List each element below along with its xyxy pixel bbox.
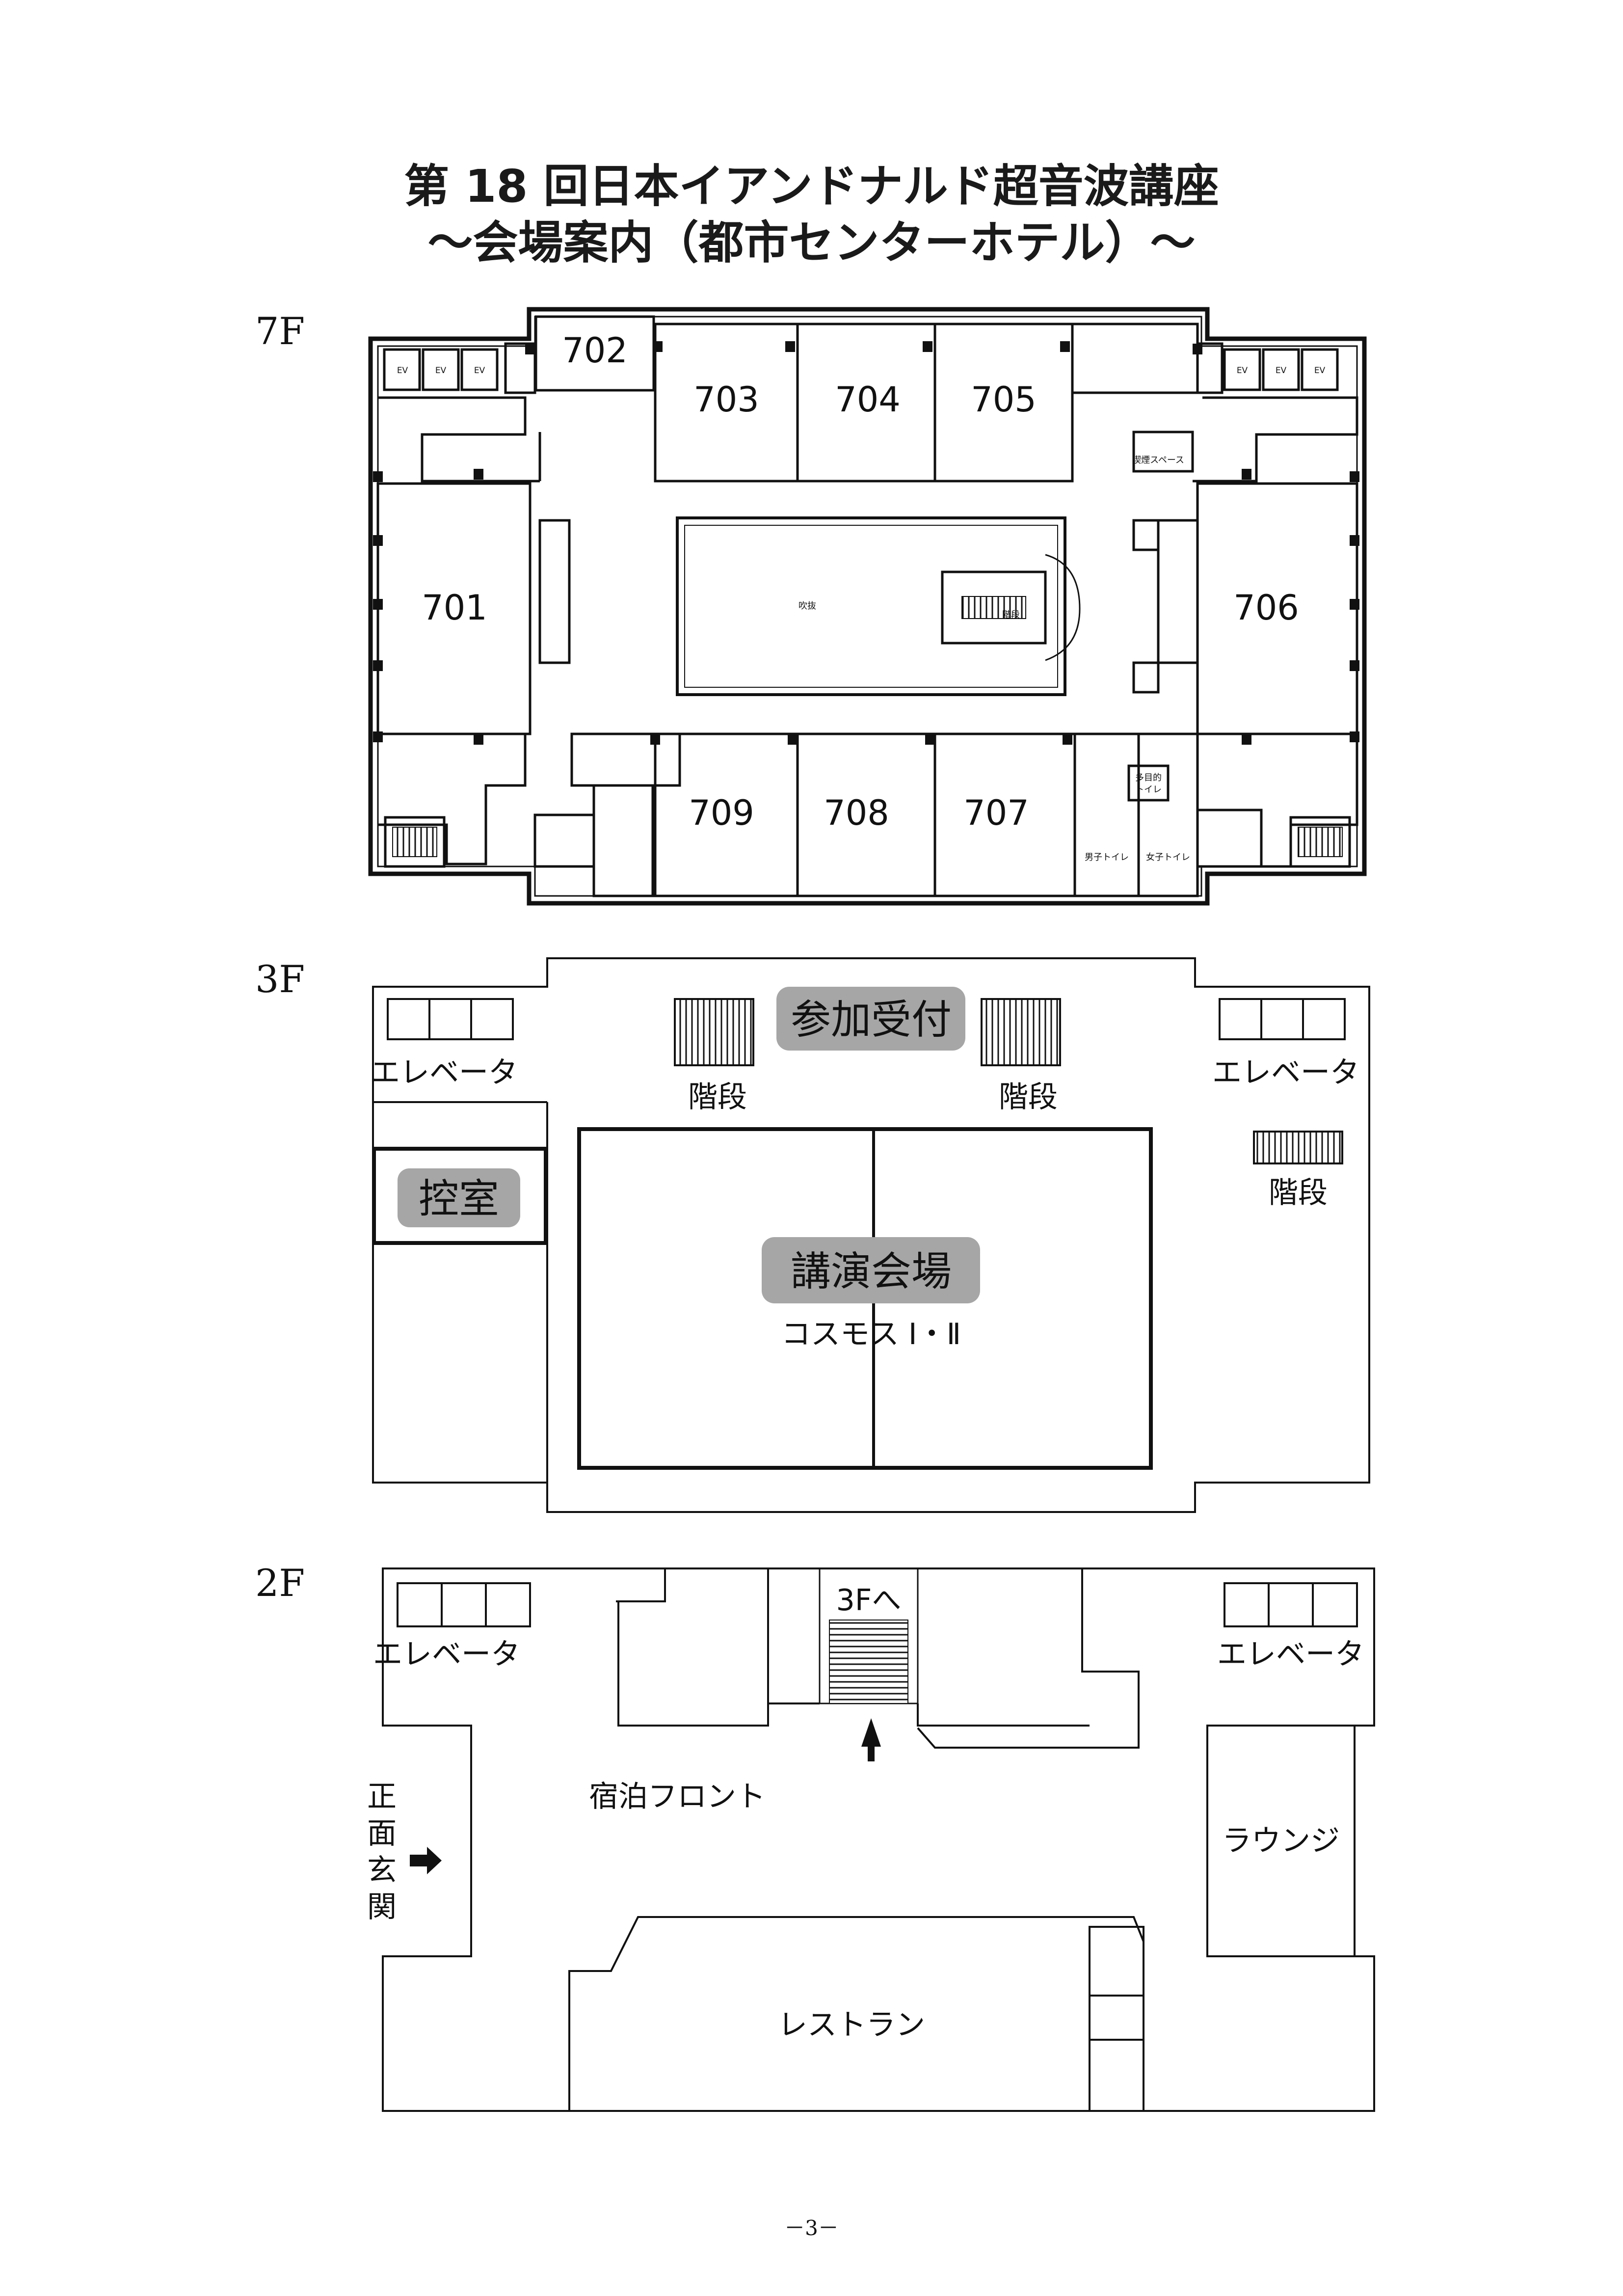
reception-badge: [776, 987, 965, 1051]
elevator-label-right-3f: エレベータ: [1212, 1055, 1359, 1090]
floor-label-7f: 7F: [255, 309, 305, 353]
elevator-label-right-2f: エレベータ: [1217, 1637, 1364, 1672]
entrance-label-char: 面: [367, 1816, 397, 1851]
right-arrow-icon: [410, 1847, 442, 1874]
stairs-label-3f-left: 階段: [688, 1080, 747, 1114]
page-number: －3－: [784, 2216, 839, 2240]
waiting-room-label: 控室: [419, 1176, 499, 1222]
room-703: 703: [693, 379, 759, 420]
up-arrow-icon: [861, 1718, 881, 1761]
stairs-label-3f-right: 階段: [1269, 1176, 1328, 1210]
rooms-7f: 701 702 703 704 705 706 707 708 709 EV E…: [397, 330, 1326, 863]
room-704: 704: [835, 379, 901, 420]
entrance-label-char: 玄: [367, 1853, 397, 1888]
ev-label: EV: [474, 366, 485, 376]
room-705: 705: [971, 379, 1037, 420]
title-line-2: ～会場案内（都市センターホテル）～: [427, 216, 1196, 269]
hall-name-label: コスモス Ⅰ・Ⅱ: [781, 1317, 961, 1351]
front-desk-label: 宿泊フロント: [589, 1780, 766, 1814]
entrance-label-char: 正: [367, 1780, 397, 1814]
floor-label-3f: 3F: [255, 957, 305, 1001]
floor-label-2f: 2F: [255, 1561, 305, 1605]
multi-toilet-label: トイレ: [1135, 784, 1162, 795]
stairs-label-7f: 階段: [1002, 610, 1020, 620]
floor-3f: [372, 957, 1370, 1513]
room-706: 706: [1233, 588, 1299, 628]
room-707: 707: [963, 793, 1029, 833]
lounge-label: ラウンジ: [1222, 1824, 1340, 1858]
elevator-label-left-2f: エレベータ: [373, 1637, 520, 1672]
ev-label: EV: [1314, 366, 1326, 376]
columns-7f: [373, 341, 1359, 745]
smoking-area-label: 喫煙スペース: [1132, 455, 1184, 465]
room-709: 709: [689, 793, 754, 833]
room-702: 702: [562, 330, 628, 371]
elevator-label-left-3f: エレベータ: [371, 1055, 518, 1090]
reception-label: 参加受付: [791, 997, 952, 1043]
arrows-2f: [410, 1718, 881, 1874]
floor-2f: [382, 1567, 1375, 2112]
restaurant-label: レストラン: [778, 2008, 925, 2042]
entrance-label-char: 関: [367, 1890, 397, 1924]
title-line-1: 第 18 回日本イアンドナルド超音波講座: [404, 160, 1219, 213]
womens-toilet-label: 女子トイレ: [1146, 852, 1190, 863]
atrium-label: 吹抜: [798, 601, 816, 611]
multi-toilet-label: 多目的: [1135, 773, 1162, 783]
ev-label: EV: [435, 366, 447, 376]
labels-2f: エレベータ エレベータ 3Fへ 宿泊フロント ラウンジ レストラン 正 面 玄 …: [367, 1583, 1364, 2042]
floor-7f: [368, 307, 1367, 906]
labels-3f: 参加受付 エレベータ エレベータ 階段 階段 階段 控室 講演会場 コスモス Ⅰ…: [371, 987, 1359, 1351]
stairs-label-3f-center: 階段: [999, 1080, 1058, 1114]
to-3f-label: 3Fへ: [836, 1583, 902, 1618]
waiting-room-badge: [398, 1168, 520, 1227]
mens-toilet-label: 男子トイレ: [1085, 852, 1129, 863]
room-708: 708: [824, 793, 889, 833]
ev-label: EV: [397, 366, 408, 376]
hall-badge: [762, 1237, 980, 1303]
hall-label: 講演会場: [791, 1248, 952, 1295]
room-701: 701: [422, 588, 487, 628]
ev-label: EV: [1237, 366, 1248, 376]
ev-label: EV: [1276, 366, 1287, 376]
